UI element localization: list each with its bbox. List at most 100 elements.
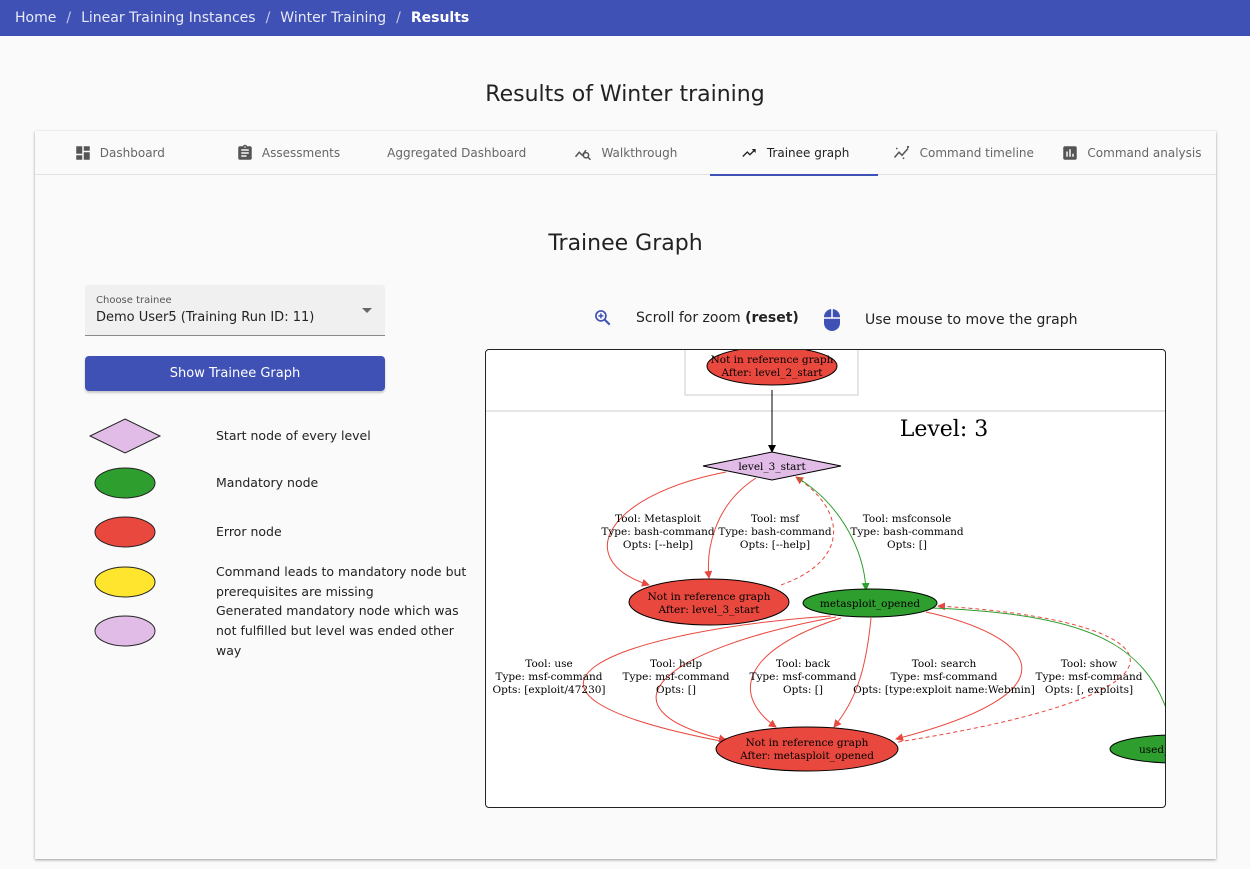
svg-text:Opts: [exploit/47230]: Opts: [exploit/47230]	[492, 684, 605, 696]
graph-svg[interactable]: Level: 3 Not in reference graph After: l…	[486, 350, 1165, 807]
node-not-in-reference-level-3[interactable]: Not in reference graph After: level_3_st…	[628, 578, 790, 626]
edge-help	[655, 616, 837, 743]
results-card: Dashboard Assessments Aggregated Dashboa…	[35, 131, 1216, 859]
breadcrumb-results: Results	[410, 10, 470, 26]
svg-text:Tool: use: Tool: use	[525, 658, 572, 670]
legend-text: Command leads to mandatory node but prer…	[216, 564, 467, 599]
edge-label-msfconsole: Tool: msfconsole Type: bash-command Opts…	[850, 513, 964, 551]
tab-label: Assessments	[261, 146, 341, 160]
legend-item-prerequisites-missing: Command leads to mandatory node but prer…	[85, 561, 475, 603]
svg-text:Tool: msf: Tool: msf	[751, 513, 800, 525]
edge-metasploit	[606, 471, 727, 587]
svg-text:Tool: help: Tool: help	[650, 658, 702, 670]
node-label: Not in reference graph	[648, 591, 771, 603]
select-value: Demo User5 (Training Run ID: 11)	[96, 310, 315, 325]
tab-label: Trainee graph	[766, 146, 850, 160]
query-stats-icon	[575, 149, 592, 161]
top-bar: Home / Linear Training Instances / Winte…	[0, 0, 1250, 36]
svg-text:Opts: [--help]: Opts: [--help]	[740, 539, 810, 551]
svg-text:Type: bash-command: Type: bash-command	[601, 526, 715, 538]
node-used[interactable]: used_	[1109, 734, 1165, 764]
edge-msf	[704, 477, 757, 579]
page-title: Results of Winter training	[485, 82, 765, 107]
svg-text:Tool: msfconsole: Tool: msfconsole	[863, 513, 952, 525]
svg-text:Opts: []: Opts: []	[656, 684, 696, 696]
move-hint-text: Use mouse to move the graph	[865, 312, 1078, 328]
ellipse-shape	[94, 615, 156, 647]
analytics-icon	[1063, 146, 1078, 160]
node-not-in-reference-metasploit[interactable]: Not in reference graph After: metasploit…	[715, 726, 899, 772]
tab-walkthrough[interactable]: Walkthrough	[541, 131, 710, 175]
zoom-in-icon	[595, 310, 611, 326]
dashboard-icon	[76, 146, 90, 160]
svg-text:Type: msf-command: Type: msf-command	[495, 671, 602, 683]
node-label: After: metasploit_opened	[739, 750, 874, 762]
legend-text: Start node of every level	[216, 428, 371, 443]
svg-text:Tool: Metasploit: Tool: Metasploit	[615, 513, 702, 525]
ellipse-shape	[94, 566, 156, 598]
edge-label-msf: Tool: msf Type: bash-command Opts: [--he…	[718, 513, 832, 551]
edge-label-show: Tool: show Type: msf-command Opts: [, ex…	[1035, 658, 1142, 696]
trainee-select[interactable]: Choose trainee Demo User5 (Training Run …	[85, 285, 385, 336]
node-label: used_	[1139, 744, 1165, 756]
trainee-graph-canvas[interactable]: Level: 3 Not in reference graph After: l…	[485, 349, 1166, 808]
breadcrumb-separator: /	[265, 10, 271, 26]
edge-show-dashed	[897, 602, 1131, 743]
node-metasploit-opened[interactable]: metasploit_opened	[802, 588, 938, 618]
svg-text:Type: msf-command: Type: msf-command	[1035, 671, 1142, 683]
node-label: metasploit_opened	[820, 598, 921, 610]
assignment-icon	[238, 144, 252, 160]
results-tabs: Dashboard Assessments Aggregated Dashboa…	[35, 131, 1216, 176]
svg-text:Tool: show: Tool: show	[1061, 658, 1118, 670]
diamond-shape	[88, 418, 162, 454]
legend-text: Error node	[216, 524, 282, 539]
level-label: Level: 3	[900, 417, 989, 442]
tab-label: Command timeline	[919, 146, 1034, 160]
trending-up-icon	[742, 149, 756, 157]
svg-text:Opts: [--help]: Opts: [--help]	[623, 539, 693, 551]
select-label: Choose trainee	[96, 295, 172, 306]
breadcrumb-linear-training-instances[interactable]: Linear Training Instances	[81, 10, 256, 26]
tab-label: Aggregated Dashboard	[387, 146, 527, 160]
svg-text:Tool: search: Tool: search	[912, 658, 977, 670]
legend-item-error-node: Error node	[85, 516, 475, 548]
node-level-3-start[interactable]: level_3_start	[702, 451, 842, 481]
tab-assessments[interactable]: Assessments	[204, 131, 373, 175]
zoom-hint-text: Scroll for zoom	[636, 310, 741, 326]
svg-text:Opts: [, exploits]: Opts: [, exploits]	[1045, 684, 1133, 696]
breadcrumb-winter-training[interactable]: Winter Training	[280, 10, 387, 26]
breadcrumb-separator: /	[66, 10, 72, 26]
breadcrumb-separator: /	[396, 10, 401, 26]
node-not-in-reference-level-2[interactable]: Not in reference graph After: level_2_st…	[706, 350, 838, 386]
edge-label-metasploit: Tool: Metasploit Type: bash-command Opts…	[601, 513, 715, 551]
tab-command-analysis[interactable]: Command analysis	[1047, 131, 1216, 175]
tab-trainee-graph[interactable]: Trainee graph	[709, 131, 879, 176]
tab-command-timeline[interactable]: Command timeline	[878, 131, 1047, 175]
legend-text: Mandatory node	[216, 475, 319, 490]
tab-aggregated-dashboard[interactable]: Aggregated Dashboard	[372, 131, 541, 175]
svg-text:Type: bash-command: Type: bash-command	[850, 526, 964, 538]
tab-label: Walkthrough	[601, 146, 678, 160]
section-title: Trainee Graph	[548, 231, 703, 256]
svg-text:Opts: []: Opts: []	[887, 539, 927, 551]
tab-dashboard[interactable]: Dashboard	[35, 131, 204, 175]
ellipse-shape	[94, 467, 156, 499]
legend-text: Generated mandatory node which was not f…	[216, 603, 459, 658]
edge-search	[833, 617, 872, 728]
zoom-hint: Scroll for zoom (reset)	[593, 308, 799, 328]
show-trainee-graph-button[interactable]: Show Trainee Graph	[85, 356, 385, 391]
zoom-reset-link[interactable]: (reset)	[745, 310, 799, 326]
edge-search-back	[895, 611, 1023, 742]
svg-text:Type: msf-command: Type: msf-command	[749, 671, 856, 683]
legend-item-start-node: Start node of every level	[85, 416, 475, 456]
svg-text:Type: msf-command: Type: msf-command	[622, 671, 729, 683]
ellipse-shape	[94, 516, 156, 548]
edge-back	[750, 617, 842, 728]
breadcrumb-home[interactable]: Home	[15, 10, 57, 26]
svg-text:Opts: [type:exploit name:Webmi: Opts: [type:exploit name:Webmin]	[853, 684, 1035, 696]
edge-label-use: Tool: use Type: msf-command Opts: [explo…	[492, 658, 605, 696]
svg-text:Type: msf-command: Type: msf-command	[890, 671, 997, 683]
tab-label: Dashboard	[99, 146, 165, 160]
svg-text:Tool: back: Tool: back	[776, 658, 831, 670]
edge-label-back: Tool: back Type: msf-command Opts: []	[749, 658, 856, 696]
